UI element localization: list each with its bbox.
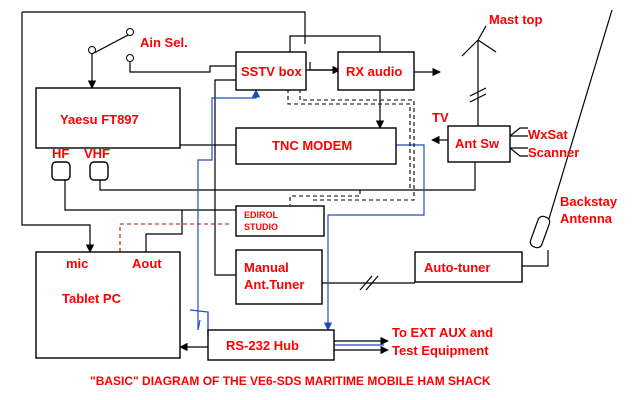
ain-sel-label: Ain Sel. [140,35,188,50]
yaesu-box [35,87,181,149]
backstay-antenna-icon [529,9,613,249]
switch-contact [126,54,134,62]
scanner-label: Scanner [528,145,579,160]
hf-label: HF [52,146,69,161]
ext-aux-label-2: Test Equipment [392,343,489,358]
backstay-label-2: Antenna [560,211,613,226]
tv-label: TV [432,110,449,125]
auto-tuner-box [414,251,523,283]
manual-tuner-box [235,249,323,305]
sstv-box-label: SSTV box [241,64,302,79]
switch-contact [88,46,96,54]
edirol-label-1: EDIROL [244,210,279,220]
tablet-pc-box [35,251,181,359]
ext-aux-label-1: To EXT AUX and [392,325,493,340]
vhf-port [89,161,109,181]
aout-label: Aout [132,256,162,271]
audio-wires [119,82,415,252]
switch-contact [126,28,134,36]
edirol-label-2: STUDIO [244,222,278,232]
rx-audio-box [337,51,415,91]
edirol-box [235,205,325,237]
mast-top-label: Mast top [489,12,543,27]
wxsat-label: WxSat [528,127,568,142]
manual-tuner-label-2: Ant.Tuner [244,277,304,292]
serial-wires [189,89,425,346]
diagram-caption: "BASIC" DIAGRAM OF THE VE6-SDS MARITIME … [90,374,491,388]
tablet-pc-label: Tablet PC [62,291,122,306]
ant-sw-label: Ant Sw [455,136,500,151]
sstv-box [235,51,307,91]
backstay-label-1: Backstay [560,194,618,209]
hf-port [51,161,71,181]
rs232-hub-label: RS-232 Hub [226,338,299,353]
ant-sw-box [447,125,511,163]
wires [21,11,549,355]
vhf-label: VHF [84,146,110,161]
rx-audio-label: RX audio [346,64,402,79]
rs232-hub-box [207,329,335,361]
tnc-modem-label: TNC MODEM [272,138,352,153]
manual-tuner-label-1: Manual [244,260,289,275]
tnc-modem-box [235,127,397,165]
mast-antenna-icon [461,25,497,60]
auto-tuner-label: Auto-tuner [424,260,490,275]
mic-label: mic [66,256,88,271]
yaesu-label: Yaesu FT897 [60,112,139,127]
